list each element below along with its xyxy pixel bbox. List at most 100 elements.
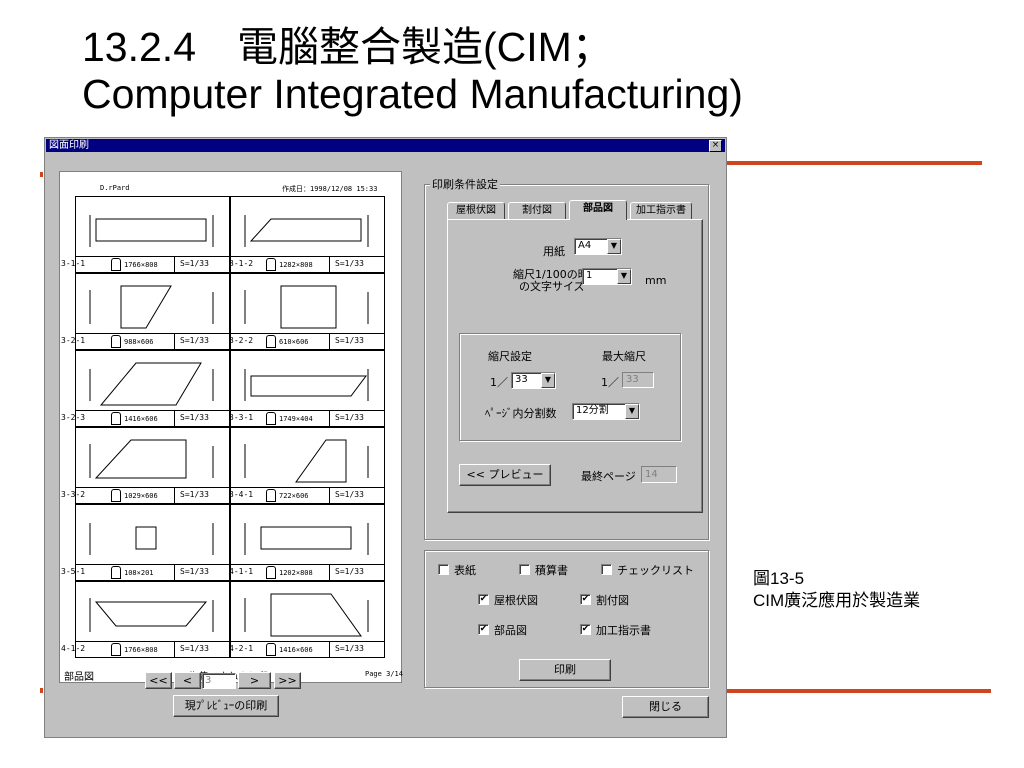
clip-icon: [111, 412, 121, 425]
font-size-select[interactable]: 1 ▼: [582, 268, 632, 285]
window-titlebar[interactable]: 図面印刷 ×: [46, 139, 725, 152]
clip-icon: [111, 489, 121, 502]
slide-title: 13.2.4 電腦整合製造(CIM； Computer Integrated M…: [82, 24, 982, 118]
preview-cell-size: 610×606: [279, 338, 309, 346]
prev-page-button[interactable]: <: [174, 672, 201, 689]
tab-4[interactable]: 加工指示書: [630, 202, 692, 219]
chevron-down-icon[interactable]: ▼: [617, 269, 631, 284]
part-drawing-icon: [244, 369, 369, 401]
preview-cell-separator: [174, 488, 175, 503]
preview-footer-right: Page 3/14: [365, 670, 403, 678]
last-page-field: 14: [641, 466, 677, 483]
clip-icon: [266, 566, 276, 579]
font-size-label-1: 縮尺1/100の時: [513, 268, 589, 281]
preview-cell-separator: [174, 565, 175, 580]
preview-cell-separator: [174, 642, 175, 657]
output-checkbox[interactable]: ✔: [580, 594, 591, 605]
page-number-input[interactable]: 3: [202, 673, 236, 689]
paper-label: 用紙: [543, 245, 565, 258]
output-checkbox-label: 屋根伏図: [494, 594, 538, 607]
output-checkbox-label: 割付図: [596, 594, 629, 607]
clip-icon: [266, 643, 276, 656]
page-split-label: ﾍﾟｰｼﾞ内分割数: [485, 407, 557, 420]
preview-cell-id: 3-1-2: [229, 259, 254, 268]
preview-cell-scale: S=1/33: [180, 413, 209, 422]
figure-caption: 圖13-5 CIM廣泛應用於製造業: [753, 568, 920, 612]
font-size-value: 1: [586, 270, 593, 281]
preview-button[interactable]: << プレビュー: [459, 464, 551, 486]
part-drawing-icon: [244, 523, 369, 555]
accent-tick-left-bottom: [40, 688, 43, 693]
chevron-down-icon[interactable]: ▼: [607, 239, 621, 254]
page-split-select[interactable]: 12分割 ▼: [572, 403, 640, 420]
output-checkbox[interactable]: ✔: [478, 594, 489, 605]
scale-group: [459, 333, 681, 441]
tab-1[interactable]: 屋根伏図: [447, 202, 505, 219]
scale-select[interactable]: 33 ▼: [511, 372, 556, 389]
output-checkbox[interactable]: [601, 564, 612, 575]
output-group: [424, 550, 709, 688]
preview-cell-id: 3-4-1: [229, 490, 254, 499]
print-dialog-window: 図面印刷 × D.rPard 作成日：1998/12/08 15:33 3-1-…: [44, 137, 727, 738]
paper-select[interactable]: A4 ▼: [574, 238, 622, 255]
paper-value: A4: [578, 240, 592, 251]
window-title: 図面印刷: [49, 140, 89, 151]
preview-cell-size: 108×201: [124, 569, 154, 577]
output-checkbox[interactable]: ✔: [478, 624, 489, 635]
clip-icon: [266, 258, 276, 271]
chevron-down-icon[interactable]: ▼: [541, 373, 555, 388]
last-page-label: 最終ページ: [581, 470, 636, 483]
preview-cell-scale: S=1/33: [335, 413, 364, 422]
preview-cell-id: 3-5-1: [61, 567, 86, 576]
output-checkbox[interactable]: [519, 564, 530, 575]
preview-cell-separator: [329, 411, 330, 426]
preview-cell-size: 1766×808: [124, 261, 158, 269]
font-size-unit: mm: [645, 274, 667, 287]
print-button[interactable]: 印刷: [519, 659, 611, 681]
part-drawing-icon: [89, 285, 214, 329]
clip-icon: [111, 335, 121, 348]
preview-cell-size: 1766×808: [124, 646, 158, 654]
part-drawing-icon: [244, 439, 369, 483]
print-current-preview-button[interactable]: 現ﾌﾟﾚﾋﾞｭｰの印刷: [173, 695, 279, 717]
output-checkbox[interactable]: [438, 564, 449, 575]
preview-cell-scale: S=1/33: [335, 567, 364, 576]
preview-cell-id: 4-1-1: [229, 567, 254, 576]
part-drawing-icon: [244, 285, 369, 329]
chevron-down-icon[interactable]: ▼: [625, 404, 639, 419]
preview-cell-size: 1029×606: [124, 492, 158, 500]
close-button[interactable]: 閉じる: [622, 696, 709, 718]
clip-icon: [111, 566, 121, 579]
output-checkbox-label: 加工指示書: [596, 624, 651, 637]
first-page-button[interactable]: <<: [145, 672, 172, 689]
preview-header-left: D.rPard: [100, 184, 130, 192]
output-checkbox[interactable]: ✔: [580, 624, 591, 635]
preview-cell-scale: S=1/33: [335, 336, 364, 345]
next-page-button[interactable]: >: [238, 672, 271, 689]
preview-cell-size: 1416×606: [124, 415, 158, 423]
last-page-button[interactable]: >>: [274, 672, 301, 689]
clip-icon: [111, 258, 121, 271]
preview-cell-separator: [329, 565, 330, 580]
preview-cell-separator: [329, 642, 330, 657]
accent-tick-left-top: [40, 172, 43, 177]
preview-cell-scale: S=1/33: [180, 490, 209, 499]
tab-2[interactable]: 割付図: [508, 202, 566, 219]
preview-cell-size: 988×606: [124, 338, 154, 346]
preview-cell-size: 1749×404: [279, 415, 313, 423]
tab-3[interactable]: 部品図: [569, 200, 627, 220]
close-icon[interactable]: ×: [709, 140, 722, 152]
